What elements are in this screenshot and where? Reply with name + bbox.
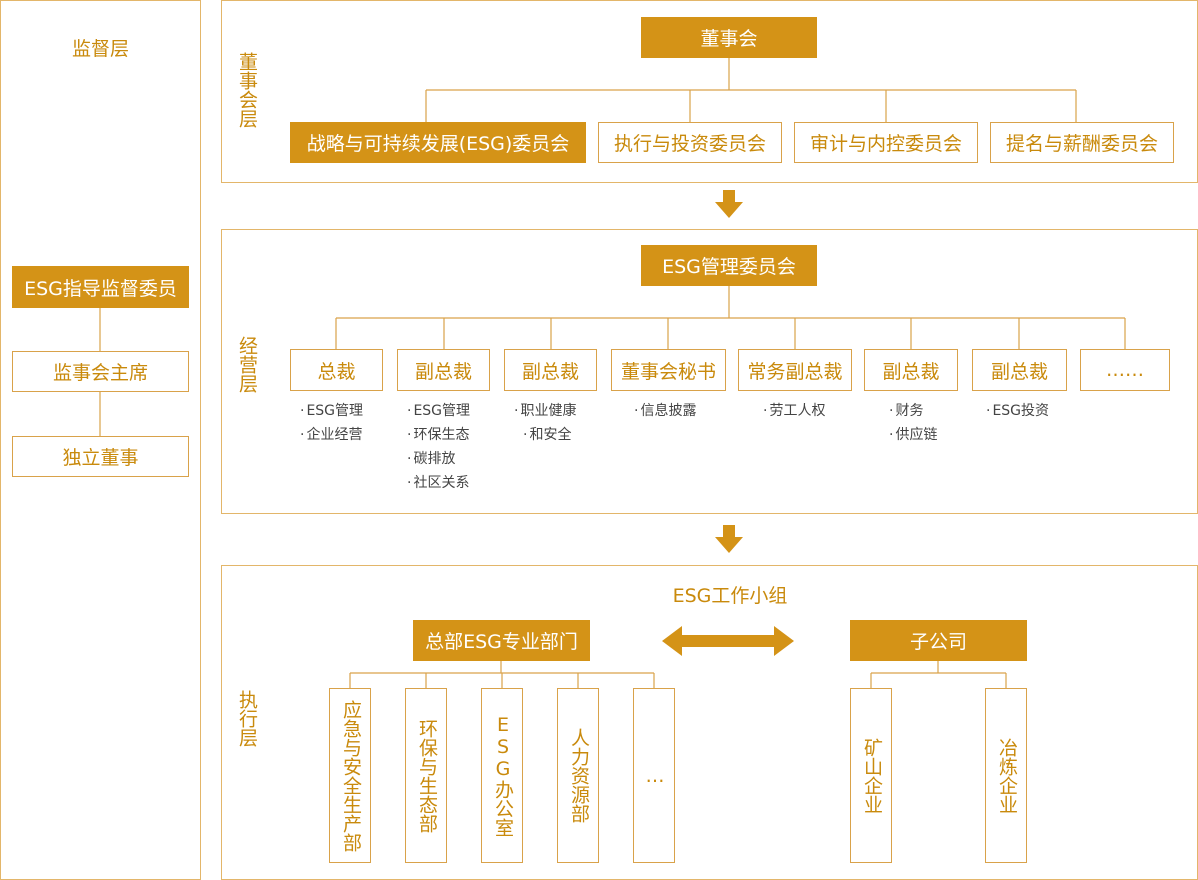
role-box-more: …… [1080, 349, 1170, 391]
dept-more: … [633, 688, 675, 863]
role-duties: 劳工人权 [763, 399, 825, 423]
dept-esg-office: ESG办公室 [481, 688, 523, 863]
duty-item: 社区关系 [407, 471, 470, 495]
board-layer-label: 董事会层 [236, 52, 258, 128]
duty-item: 信息披露 [634, 399, 696, 423]
duty-item: ESG管理 [407, 399, 470, 423]
role-duties: ESG投资 [986, 399, 1049, 423]
role-box: 副总裁 [972, 349, 1067, 391]
esg-management-committee-box: ESG管理委员会 [641, 245, 817, 286]
unit-smelting: 冶炼企业 [985, 688, 1027, 863]
duty-item: 职业健康 [514, 399, 576, 423]
bidirectional-arrow-icon [662, 626, 794, 656]
role-box: 副总裁 [504, 349, 597, 391]
dept-human-resources: 人力资源部 [557, 688, 599, 863]
dept-emergency-safety: 应急与安全生产部 [329, 688, 371, 863]
role-duties: ESG管理 企业经营 [300, 399, 363, 447]
duty-item: 和安全 [514, 423, 576, 447]
committee-nomination-compensation: 提名与薪酬委员会 [990, 122, 1174, 163]
duty-item: 劳工人权 [763, 399, 825, 423]
duty-item: 企业经营 [300, 423, 363, 447]
duty-item: 碳排放 [407, 447, 470, 471]
down-arrow-icon [715, 525, 743, 553]
down-arrow-icon [715, 190, 743, 218]
execution-panel [221, 565, 1198, 880]
role-box: 董事会秘书 [611, 349, 726, 391]
committee-strategy-esg: 战略与可持续发展(ESG)委员会 [290, 122, 586, 163]
esg-working-group-title: ESG工作小组 [672, 585, 788, 607]
unit-mining: 矿山企业 [850, 688, 892, 863]
duty-item: 环保生态 [407, 423, 470, 447]
subsidiary-box: 子公司 [850, 620, 1027, 661]
duty-item: 供应链 [889, 423, 937, 447]
role-duties: 财务 供应链 [889, 399, 937, 447]
hq-esg-department-box: 总部ESG专业部门 [413, 620, 590, 661]
role-duties: 信息披露 [634, 399, 696, 423]
committee-audit-control: 审计与内控委员会 [794, 122, 978, 163]
role-box: 副总裁 [864, 349, 958, 391]
management-layer-label: 经营层 [236, 336, 258, 393]
role-box: 总裁 [290, 349, 383, 391]
execution-layer-label: 执行层 [236, 690, 258, 747]
supervisory-chair-box: 监事会主席 [12, 351, 189, 392]
duty-item: ESG投资 [986, 399, 1049, 423]
independent-director-box: 独立董事 [12, 436, 189, 477]
duty-item: 财务 [889, 399, 937, 423]
supervisory-title: 监督层 [71, 38, 129, 60]
dept-environment-ecology: 环保与生态部 [405, 688, 447, 863]
duty-item: ESG管理 [300, 399, 363, 423]
role-duties: 职业健康 和安全 [514, 399, 576, 447]
esg-supervision-committee-box: ESG指导监督委员 [12, 266, 189, 308]
board-root-box: 董事会 [641, 17, 817, 58]
role-box: 常务副总裁 [738, 349, 852, 391]
committee-executive-investment: 执行与投资委员会 [598, 122, 782, 163]
role-box: 副总裁 [397, 349, 490, 391]
role-duties: ESG管理 环保生态 碳排放 社区关系 [407, 399, 470, 495]
